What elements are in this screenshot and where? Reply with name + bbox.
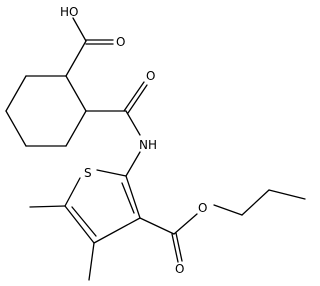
bond-ch2-ch3 — [268, 189, 306, 200]
atom-label-amide-nh: NH — [139, 138, 157, 152]
bond-c3-c2-double-a — [125, 175, 141, 219]
atom-label-ester-carbonyl-o: O — [175, 262, 184, 276]
bond-amide-o-double-b — [127, 84, 148, 114]
molecule-diagram: HO O O NH S O O — [5, 5, 306, 281]
bond-c5-methyl — [29, 205, 66, 208]
atom-label-carboxylic-oh: HO — [60, 5, 78, 19]
bond-c4-methyl — [88, 242, 95, 281]
bond-o-ch2 — [213, 204, 243, 216]
bond-ester-c-o — [173, 213, 198, 235]
methyl-groups — [29, 205, 95, 281]
structure-canvas: HO O O NH S O O — [5, 5, 306, 281]
cyclohexane-ring — [5, 75, 87, 147]
bond-c1-cooh — [65, 40, 87, 77]
bond-amide-o-double-a — [123, 81, 145, 112]
atom-label-carboxylic-o: O — [116, 35, 125, 49]
bond-n-thiophene-c2 — [125, 151, 141, 177]
bond-c2-s — [96, 169, 127, 177]
bond-ring-c5-c6 — [5, 75, 27, 112]
bond-ring-c2-c3 — [65, 110, 87, 147]
bond-ring-c4-c5 — [5, 110, 27, 147]
atom-label-thiophene-s: S — [84, 166, 92, 180]
bond-ring-c1-c2 — [65, 75, 87, 112]
bond-c5-c4-double-a — [64, 205, 95, 244]
carboxylic-acid-group — [65, 17, 114, 77]
bond-cooh-oh — [72, 17, 87, 42]
bond-ester-o-double-a — [171, 233, 179, 263]
bond-s-c5 — [64, 177, 81, 207]
bond-amide-c-n — [125, 110, 141, 136]
bond-c3-ester-c — [139, 217, 175, 235]
atom-label-ester-ether-o: O — [198, 201, 207, 215]
propyl-ester-group — [139, 189, 306, 263]
bond-ester-o-double-b — [175, 232, 183, 262]
bond-c5-c4-double-b — [71, 206, 97, 237]
atom-label-amide-o: O — [146, 69, 155, 83]
bond-c4-c3 — [93, 217, 141, 244]
bond-c3-c2-double-b — [121, 182, 135, 214]
amide-group — [85, 81, 148, 177]
thiophene-ring — [64, 169, 141, 244]
bond-ch2-ch2 — [241, 189, 270, 216]
